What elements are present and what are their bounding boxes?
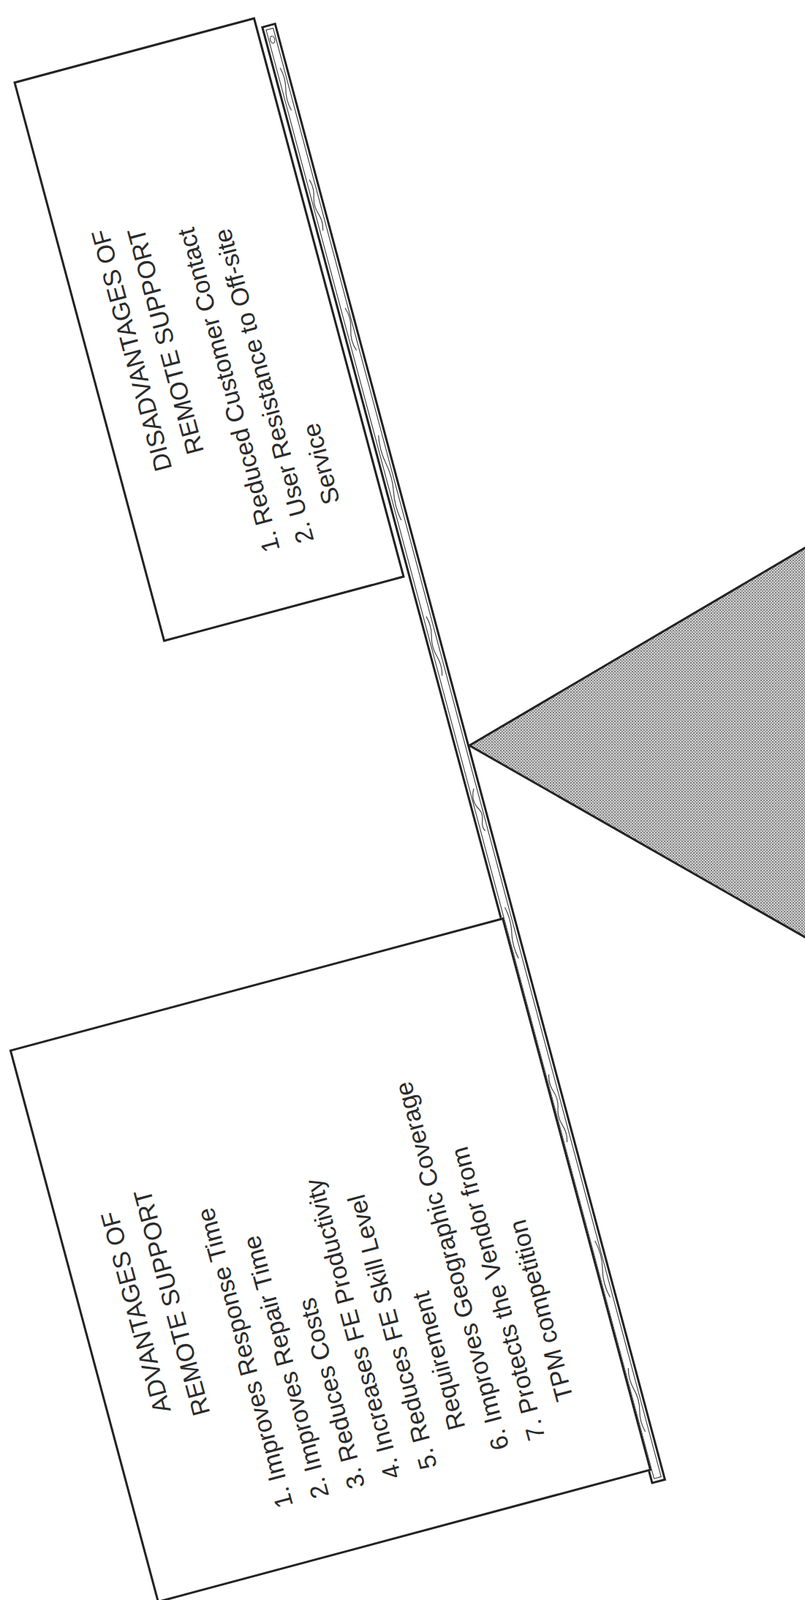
fulcrum-triangle bbox=[469, 526, 805, 958]
balance-box: ADVANTAGES OF REMOTE SUPPORT1. Improves … bbox=[9, 916, 653, 1600]
